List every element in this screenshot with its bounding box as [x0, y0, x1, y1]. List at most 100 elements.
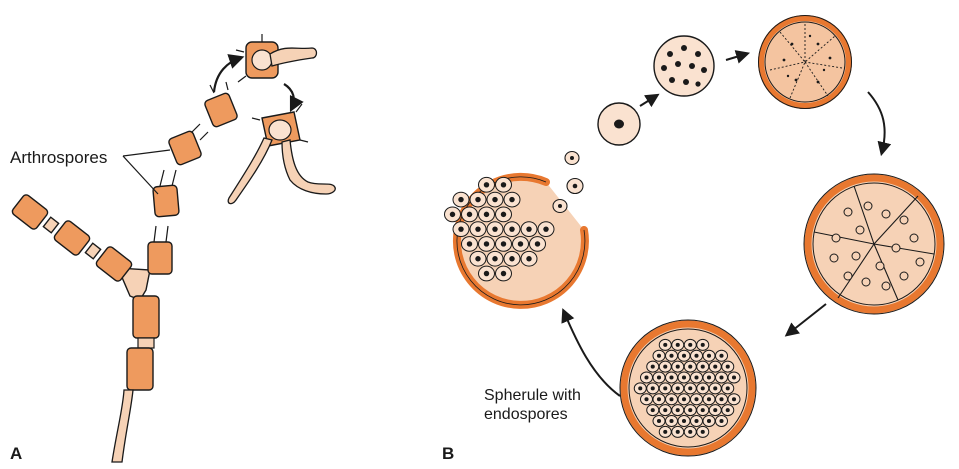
- stage-endospore: [598, 103, 640, 145]
- endospore-inside-nucleus: [484, 241, 489, 246]
- endospore-nucleus: [719, 397, 723, 401]
- endospore-inside-nucleus: [467, 241, 472, 246]
- endospore-nucleus: [732, 397, 736, 401]
- endospore-nucleus: [713, 365, 717, 369]
- endospore-inside-nucleus: [518, 241, 523, 246]
- hypha-branch-diagonal: [11, 193, 133, 282]
- stage-ruptured-spherule: [445, 152, 585, 305]
- panel-a-mycelium: [11, 34, 336, 462]
- spherule-label: Spherule with endospores: [484, 386, 624, 424]
- endospore-nucleus: [701, 386, 705, 390]
- endospore-inside-nucleus: [475, 256, 480, 261]
- endospore-nucleus: [663, 430, 667, 434]
- endospore-nucleus: [713, 386, 717, 390]
- endospore-nucleus: [676, 386, 680, 390]
- endospore-nucleus: [682, 375, 686, 379]
- endospore-nucleus: [694, 375, 698, 379]
- endospore-inside-nucleus: [509, 197, 514, 202]
- arthrospores-label: Arthrospores: [10, 148, 107, 168]
- endospore-nucleus: [657, 397, 661, 401]
- endospore-nucleus: [676, 408, 680, 412]
- endospore-nucleus: [688, 408, 692, 412]
- endospore-inside-nucleus: [509, 256, 514, 261]
- endospore-nucleus: [719, 354, 723, 358]
- endospore-nucleus: [694, 419, 698, 423]
- endospore-nucleus: [707, 419, 711, 423]
- endospore-nucleus: [726, 365, 730, 369]
- endospore-nucleus: [657, 375, 661, 379]
- arrow-stage1-2: [640, 96, 656, 106]
- endospore-nucleus: [707, 375, 711, 379]
- endospore-inside-nucleus: [543, 226, 548, 231]
- arrow-stage4-5: [788, 304, 826, 334]
- endospore-nucleus: [663, 365, 667, 369]
- endospore-nucleus: [657, 419, 661, 423]
- endospore-inside-nucleus: [509, 226, 514, 231]
- spherule-label-line2: endospores: [484, 405, 624, 424]
- endospore-nucleus: [644, 397, 648, 401]
- endospore-nucleus: [701, 430, 705, 434]
- endospore-nucleus: [669, 375, 673, 379]
- endospore-inside-nucleus: [484, 271, 489, 276]
- endospore-nucleus: [663, 386, 667, 390]
- endospore-inside-nucleus: [475, 197, 480, 202]
- panel-b-label: B: [442, 444, 454, 464]
- endospore-nucleus: [707, 354, 711, 358]
- endospore-inside-nucleus: [492, 197, 497, 202]
- endospore-nucleus: [651, 386, 655, 390]
- endospore-nucleus: [726, 408, 730, 412]
- endospore-nucleus: [651, 365, 655, 369]
- endospore-nucleus: [669, 354, 673, 358]
- stage-mature-spherule: [620, 320, 756, 456]
- endospore-inside-nucleus: [458, 197, 463, 202]
- endospore-inside-nucleus: [501, 271, 506, 276]
- endospore-nucleus: [682, 397, 686, 401]
- spherule-label-line1: Spherule with: [484, 386, 624, 405]
- endospore-nucleus: [688, 343, 692, 347]
- endospore-nucleus: [701, 365, 705, 369]
- endospore-inside-nucleus: [492, 256, 497, 261]
- hypha-upper-branch: [148, 170, 179, 274]
- endospore-nucleus: [669, 419, 673, 423]
- endospore-inside-nucleus: [526, 226, 531, 231]
- endospore-inside-nucleus: [475, 226, 480, 231]
- endospore-inside-nucleus: [450, 212, 455, 217]
- endospore-inside-nucleus: [484, 182, 489, 187]
- endospore-nucleus: [719, 375, 723, 379]
- endospore-nucleus: [701, 408, 705, 412]
- endospore-nucleus: [713, 408, 717, 412]
- endospore-nucleus: [644, 375, 648, 379]
- endospore-nucleus: [688, 430, 692, 434]
- stage-segmented-spherule: [804, 174, 944, 314]
- endospore-inside-nucleus: [484, 212, 489, 217]
- endospore-nucleus: [663, 343, 667, 347]
- endospore-nucleus: [688, 386, 692, 390]
- germinating-arthrospore: [236, 34, 317, 82]
- endospore-nucleus: [694, 397, 698, 401]
- endospore-inside-nucleus: [467, 212, 472, 217]
- arrow-stage5-6: [564, 312, 620, 396]
- endospore-nucleus: [651, 408, 655, 412]
- endospore-nucleus: [694, 354, 698, 358]
- endospore-nucleus: [682, 419, 686, 423]
- endospore-inside-nucleus: [458, 226, 463, 231]
- endospore-inside-nucleus: [501, 241, 506, 246]
- endospore-nucleus: [676, 343, 680, 347]
- endospore-nucleus: [682, 354, 686, 358]
- stage-nuclear-division: [654, 36, 714, 96]
- endospore-nucleus: [719, 419, 723, 423]
- endospore-nucleus: [657, 354, 661, 358]
- endospore-nucleus: [663, 408, 667, 412]
- germinating-hypha: [228, 104, 335, 204]
- endospore-nucleus: [676, 430, 680, 434]
- endospore-inside-nucleus: [526, 256, 531, 261]
- arrow-stage3-4: [868, 92, 885, 152]
- endospore-inside-nucleus: [535, 241, 540, 246]
- endospore-nucleus: [732, 375, 736, 379]
- panel-a-label: A: [10, 444, 22, 464]
- endospore-inside-nucleus: [501, 212, 506, 217]
- hypha-trunk: [112, 296, 159, 462]
- arrow-spore-to-hypha: [284, 84, 294, 108]
- endospore-nucleus: [676, 365, 680, 369]
